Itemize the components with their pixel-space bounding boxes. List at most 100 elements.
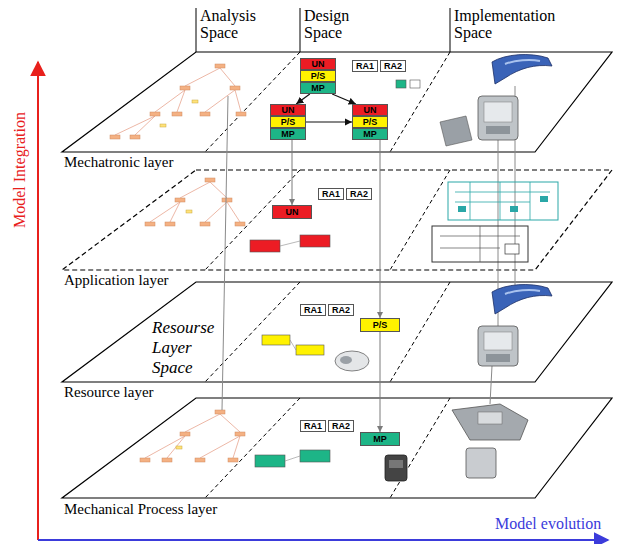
analysis-tree [200,112,210,116]
device-picture [478,285,552,366]
block-code: UN [364,105,377,115]
analysis-tree [145,222,155,226]
design-block [280,241,300,246]
device-picture [505,60,540,64]
layer-name: Application layer [64,273,169,289]
function-block: P/S [352,116,388,128]
block-code: MP [281,129,295,139]
trace-line [490,366,492,404]
design-block [396,80,406,88]
design-block [250,240,280,252]
block-code: P/S [281,117,296,127]
space-divider [205,52,450,498]
analysis-tree [172,112,182,116]
analysis-tree [236,112,246,116]
flow-arrow [380,140,381,318]
layer-name: Mechatronic layer [64,155,174,171]
device-picture [478,96,518,140]
flow-arrow [306,121,352,122]
block-code: UN [312,59,325,69]
space-caption: Resourse Layer Space [152,318,234,378]
function-block: RA2 [346,188,372,200]
function-block: P/S [360,318,400,332]
block-code: UN [282,105,295,115]
analysis-tree [110,135,120,139]
device-picture [486,126,510,134]
design-block [262,335,290,345]
block-code: RA2 [332,421,350,431]
analysis-tree [200,222,210,226]
analysis-tree [175,198,185,202]
analysis-tree [228,458,238,462]
block-code: P/S [311,71,326,81]
function-block: MP [270,128,306,140]
analysis-tree [215,64,225,68]
function-block: P/S [270,116,306,128]
space-divider [390,398,450,498]
device-picture [440,226,520,262]
function-block: RA1 [318,188,344,200]
analysis-tree [110,64,246,462]
function-block: RA2 [380,60,406,72]
device-picture [486,354,510,362]
space-divider [390,282,450,382]
design-block [285,456,300,461]
axis-label: Model evolution [495,516,601,533]
device-picture [478,412,502,424]
design-block [255,455,285,467]
design-block [300,235,330,247]
analysis-tree [192,100,198,103]
block-code: RA1 [322,189,340,199]
layer-name: Resource layer [64,385,154,401]
flow-arrow [296,94,310,104]
axis [37,62,39,540]
trace-line [222,96,228,410]
analysis-tree [130,135,140,139]
analysis-tree [205,178,215,182]
analysis-tree [195,458,205,462]
layer-name: Mechanical Process layer [64,502,217,518]
analysis-tree [180,432,190,436]
design-block [290,340,296,350]
space-divider [205,398,300,498]
device-picture [455,182,550,220]
device-picture [466,448,496,478]
block-code: RA1 [304,305,322,315]
device-picture [510,206,518,212]
analysis-tree [215,410,225,414]
function-block: RA1 [300,420,326,432]
block-code: RA1 [356,61,374,71]
axis [38,539,608,541]
block-code: MP [363,129,377,139]
analysis-tree [230,86,240,90]
block-code: UN [286,206,299,218]
analysis-tree [180,86,190,90]
function-block: P/S [300,70,336,82]
layer-plane [62,170,612,270]
design-block [250,80,420,467]
device-picture [389,460,403,468]
function-block: UN [272,205,312,219]
axis-label: Model Integration [12,112,29,228]
device-picture [484,332,512,350]
function-block: RA1 [352,60,378,72]
space-header: Design Space [304,8,384,42]
block-code: P/S [363,117,378,127]
header-tick [450,8,451,52]
space-divider [205,282,300,382]
function-block: RA1 [300,304,326,316]
device-picture [540,196,548,202]
analysis-tree [162,458,172,462]
analysis-tree [115,68,241,135]
function-block: UN [300,58,336,70]
flow-arrow [380,332,381,432]
space-divider [205,170,300,270]
analysis-tree [110,64,246,462]
block-code: RA1 [304,421,322,431]
header-tick [300,8,301,52]
block-code: P/S [373,319,388,331]
function-block: UN [270,104,306,116]
design-block [296,345,324,355]
function-block: RA2 [328,420,354,432]
device-picture [335,55,558,481]
